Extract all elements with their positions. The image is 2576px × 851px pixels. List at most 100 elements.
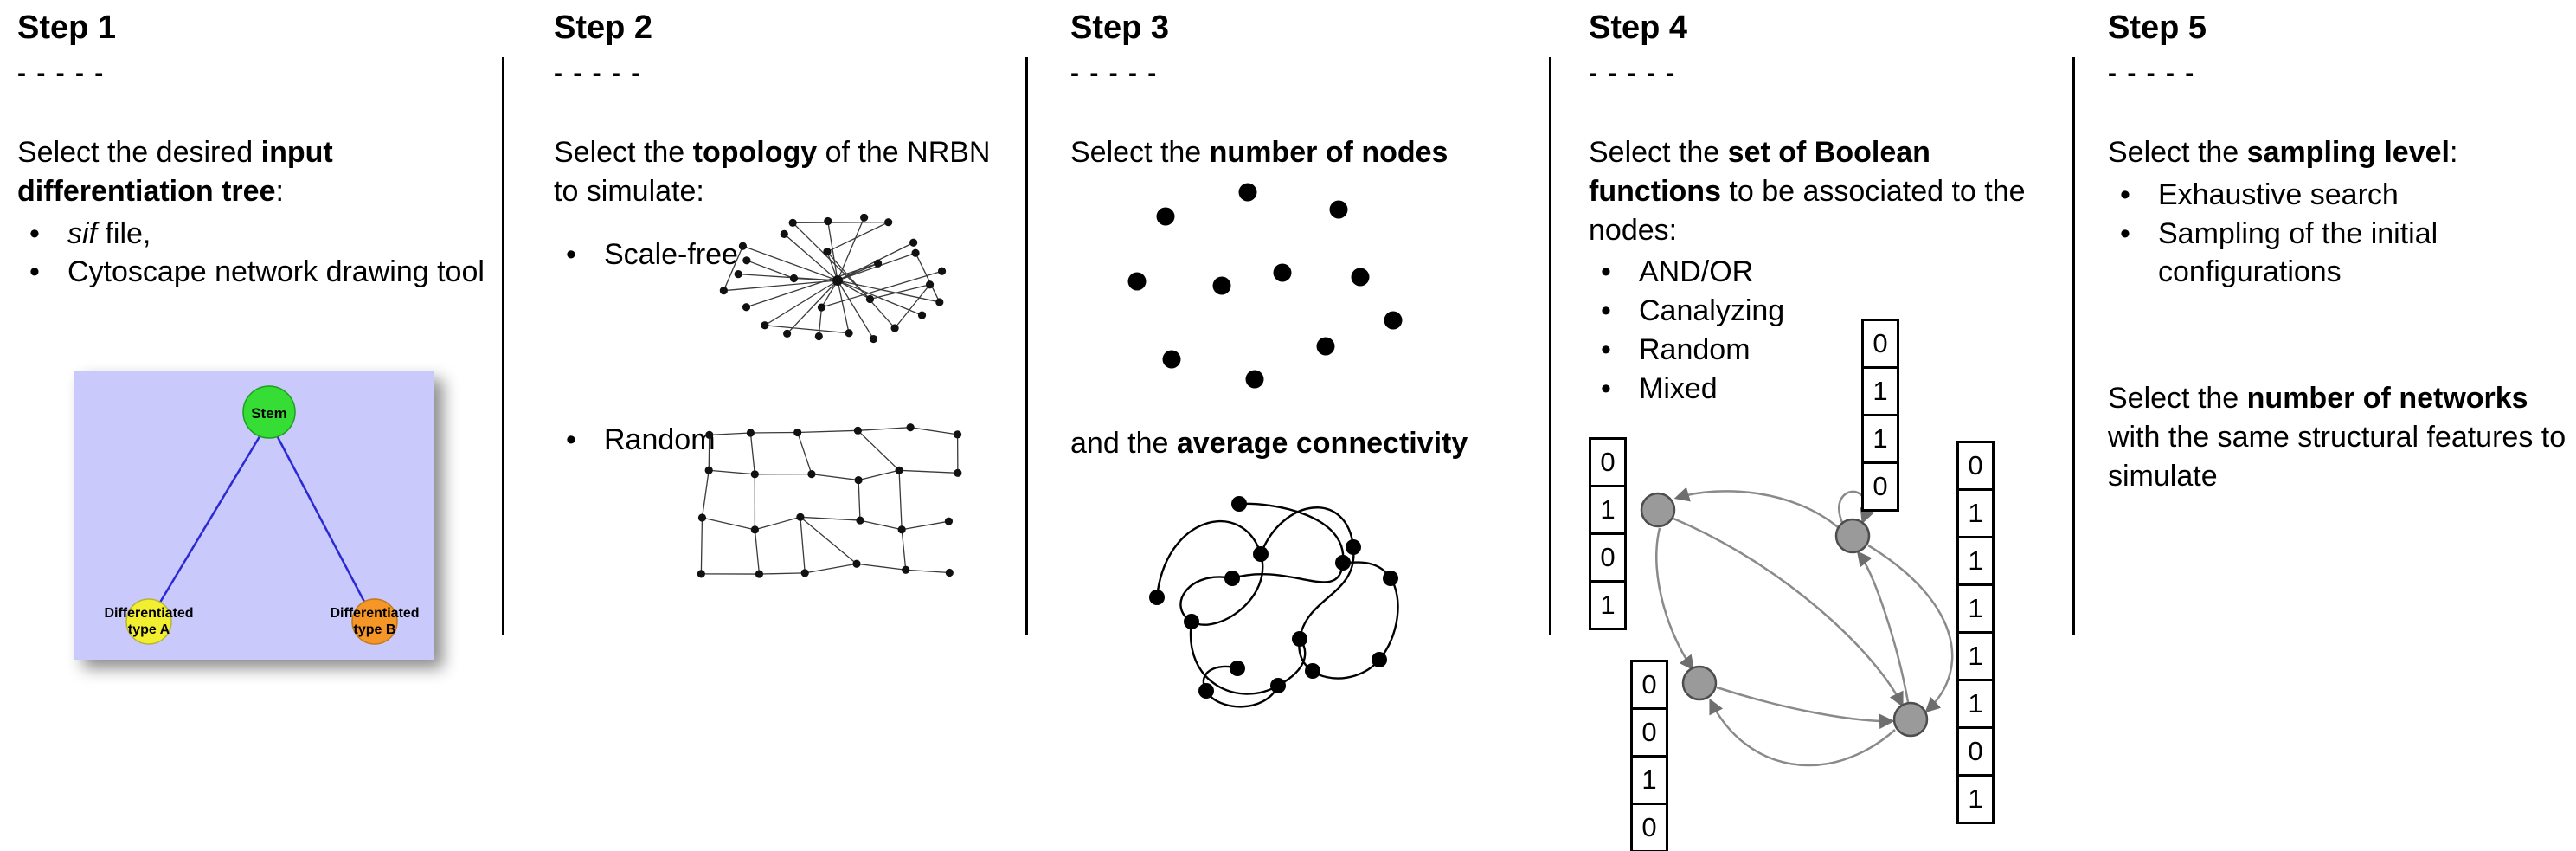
bullet-item: Cytoscape network drawing tool	[17, 253, 502, 292]
truth-table-bottom: 0 0 1 0	[1630, 660, 1668, 851]
tree-root-label: Stem	[251, 405, 287, 422]
step3-title: Step 3	[1070, 10, 1170, 46]
random-network-illustration	[697, 423, 962, 578]
truth-table-cell: 0	[1630, 803, 1668, 851]
tree-leaf-b-label-line2: type B	[354, 622, 396, 637]
truth-table-cell: 1	[1861, 366, 1899, 416]
bullet-text: Canalyzing	[1639, 294, 1785, 328]
bullet-item: Sampling of the initial configurations	[2108, 215, 2576, 293]
bullet-text-italic: sif	[67, 216, 97, 250]
bullet-item: Random	[554, 421, 829, 460]
bullet-text: Mixed	[1639, 372, 1718, 406]
bullet-text: Random	[604, 423, 716, 456]
truth-table-cell: 0	[1630, 660, 1668, 710]
tree-edge-b	[267, 420, 375, 619]
bullet-item: Canalyzing	[1589, 292, 2052, 331]
graph-edge	[1673, 517, 1904, 708]
truth-table-cell: 0	[1861, 319, 1899, 369]
bullet-text: Random	[1639, 333, 1751, 367]
tree-leaf-b-label-line1: Differentiated	[330, 606, 419, 621]
step5-title: Step 5	[2108, 10, 2207, 46]
truth-table-left: 0 1 0 1	[1589, 437, 1627, 630]
step5-intro-post: :	[2449, 135, 2458, 169]
truth-table-cell: 1	[1861, 414, 1899, 464]
bullet-text: Sampling of the initial configurations	[2158, 216, 2438, 289]
step4-intro: Select the set of Boolean functions to b…	[1589, 133, 2052, 250]
step4-intro-pre: Select the	[1589, 135, 1728, 169]
bullet-item: AND/OR	[1589, 253, 2052, 292]
step5-second-bold: number of networks	[2246, 382, 2528, 415]
tree-edge-a	[149, 420, 271, 619]
step3-second-pre: and the	[1070, 427, 1177, 460]
differentiation-tree-illustration: Stem Differentiated type A Differentiate…	[74, 371, 434, 660]
truth-table-cell: 0	[1956, 441, 1995, 491]
step3-second-bold: average connectivity	[1176, 427, 1468, 460]
bullet-item: Mixed	[1589, 370, 2052, 409]
tree-leaf-a-label-line1: Differentiated	[104, 606, 193, 621]
graph-edge	[1856, 551, 1910, 703]
graph-edge	[1709, 698, 1896, 767]
step1-title: Step 1	[17, 10, 117, 46]
truth-table-cell: 1	[1589, 580, 1627, 630]
step2-intro: Select the topology of the NRBN to simul…	[554, 133, 991, 211]
step5-second-post: with the same structural features to sim…	[2108, 420, 2566, 493]
bullet-item: Random	[1589, 331, 2052, 370]
step5-second-text: Select the number of networks with the s…	[2108, 379, 2576, 496]
truth-table-right: 0 1 1 1 1 1 0 1	[1956, 441, 1995, 824]
step2-title: Step 2	[554, 10, 653, 46]
column-divider	[502, 57, 504, 635]
step1-intro-bold: input differentiation tree	[17, 135, 333, 208]
truth-table-cell: 0	[1630, 707, 1668, 758]
truth-table-cell: 1	[1589, 485, 1627, 535]
step4-intro-post: to be associated to the nodes:	[1589, 174, 2026, 247]
truth-table-cell: 0	[1589, 437, 1627, 487]
step4-bullet-list: AND/OR Canalyzing Random Mixed	[1589, 253, 2052, 409]
nodes-dots-illustration	[1127, 183, 1403, 389]
bullet-text: Cytoscape network drawing tool	[67, 255, 485, 289]
bullet-item: Exhaustive search	[2108, 176, 2576, 215]
tree-leaf-a-node	[125, 598, 172, 645]
step2-column: Step 2 - - - - - Select the topology of …	[554, 0, 991, 851]
step2-intro-bold: topology	[692, 135, 818, 169]
column-divider	[2072, 57, 2075, 635]
step1-dashes: - - - - -	[17, 58, 106, 87]
truth-table-top: 0 1 1 0	[1861, 319, 1899, 512]
bullet-item: Scale-free	[554, 235, 829, 274]
step3-intro-bold: number of nodes	[1209, 135, 1449, 169]
graph-node	[1640, 492, 1676, 528]
bullet-text: AND/OR	[1639, 255, 1754, 289]
graph-edge	[1867, 544, 1954, 713]
step1-intro-post: :	[275, 174, 284, 208]
step1-intro: Select the desired input differentiation…	[17, 133, 502, 211]
step4-title: Step 4	[1589, 10, 1688, 46]
tree-leaf-b-node	[351, 598, 398, 645]
step5-column: Step 5 - - - - - Select the sampling lev…	[2108, 0, 2576, 851]
step5-intro-bold: sampling level	[2246, 135, 2450, 169]
truth-table-cell: 1	[1956, 488, 1995, 538]
truth-table-cell: 0	[1861, 461, 1899, 512]
truth-table-cell: 1	[1630, 755, 1668, 805]
truth-table-cell: 1	[1956, 631, 1995, 681]
step5-intro-pre: Select the	[2108, 135, 2247, 169]
step4-column: Step 4 - - - - - Select the set of Boole…	[1589, 0, 2052, 851]
graph-edge	[1655, 527, 1695, 671]
truth-table-cell: 1	[1956, 774, 1995, 824]
tree-root-node	[242, 385, 296, 439]
tree-leaf-a-label-line2: type A	[128, 622, 170, 637]
step5-intro: Select the sampling level:	[2108, 133, 2576, 172]
step3-column: Step 3 - - - - - Select the number of no…	[1070, 0, 1542, 851]
bullet-text: Scale-free	[604, 238, 738, 271]
bullet-text: file,	[97, 216, 151, 250]
step3-intro-pre: Select the	[1070, 135, 1210, 169]
truth-table-cell: 0	[1589, 532, 1627, 583]
truth-table-cell: 1	[1956, 536, 1995, 586]
step1-column: Step 1 - - - - - Select the desired inpu…	[17, 0, 502, 851]
step3-dashes: - - - - -	[1070, 58, 1159, 87]
step3-intro: Select the number of nodes	[1070, 133, 1542, 172]
connectivity-tangle-illustration	[1149, 496, 1399, 708]
graph-node	[1681, 665, 1718, 701]
graph-edge	[1673, 487, 1839, 528]
step4-intro-bold: set of Boolean functions	[1589, 135, 1930, 208]
step5-dashes: - - - - -	[2108, 58, 2196, 87]
